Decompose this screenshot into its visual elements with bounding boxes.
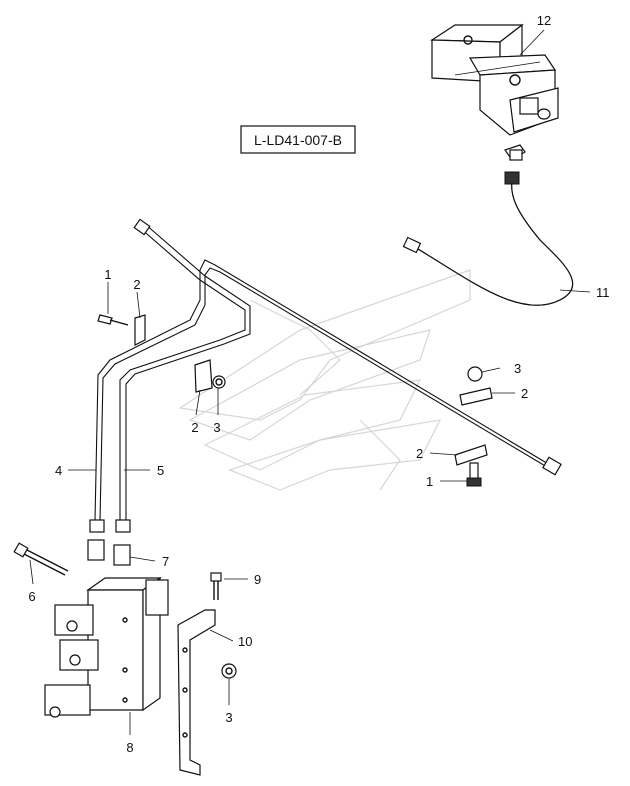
- callout-7: 7: [162, 554, 169, 569]
- clamp-1-2-upper: [97, 314, 146, 346]
- part-11-hose: [402, 171, 574, 306]
- callout-1: 1: [426, 474, 433, 489]
- callout-1: 1: [104, 267, 111, 282]
- callout-9: 9: [254, 572, 261, 587]
- part-8-valve-block: [44, 576, 169, 718]
- reference-box: L-LD41-007-B: [240, 125, 356, 154]
- clamp-2-3-right: [454, 366, 493, 487]
- callout-12: 12: [537, 13, 551, 28]
- callout-3: 3: [225, 710, 232, 725]
- callout-2: 2: [521, 386, 528, 401]
- callout-2: 2: [191, 420, 198, 435]
- callout-2: 2: [416, 446, 423, 461]
- callout-4: 4: [55, 463, 62, 478]
- callout-6: 6: [28, 589, 35, 604]
- clamp-2-3-mid: [194, 359, 226, 393]
- callout-labels: 12 11 1 2 3 2 2 3 2 1 4 5 6 7 9 10 3 8: [28, 13, 609, 755]
- part-6-bolt: [13, 542, 69, 576]
- watermark-logo: [178, 269, 471, 491]
- part-3-nut: [221, 663, 237, 679]
- part-9-bolt: [210, 572, 222, 600]
- callout-3: 3: [213, 420, 220, 435]
- callout-2: 2: [133, 277, 140, 292]
- callout-11: 11: [596, 285, 610, 300]
- part-12-solenoid: [430, 23, 559, 136]
- callout-10: 10: [238, 634, 252, 649]
- callout-5: 5: [157, 463, 164, 478]
- part-10-bracket: [177, 609, 216, 776]
- drawing-reference: L-LD41-007-B: [254, 132, 342, 148]
- part-12-fitting: [504, 144, 526, 161]
- callout-8: 8: [126, 740, 133, 755]
- leader-lines: [29, 29, 591, 735]
- callout-3: 3: [514, 361, 521, 376]
- part-7-fittings: [87, 539, 131, 566]
- pipes-4-5: [89, 218, 562, 533]
